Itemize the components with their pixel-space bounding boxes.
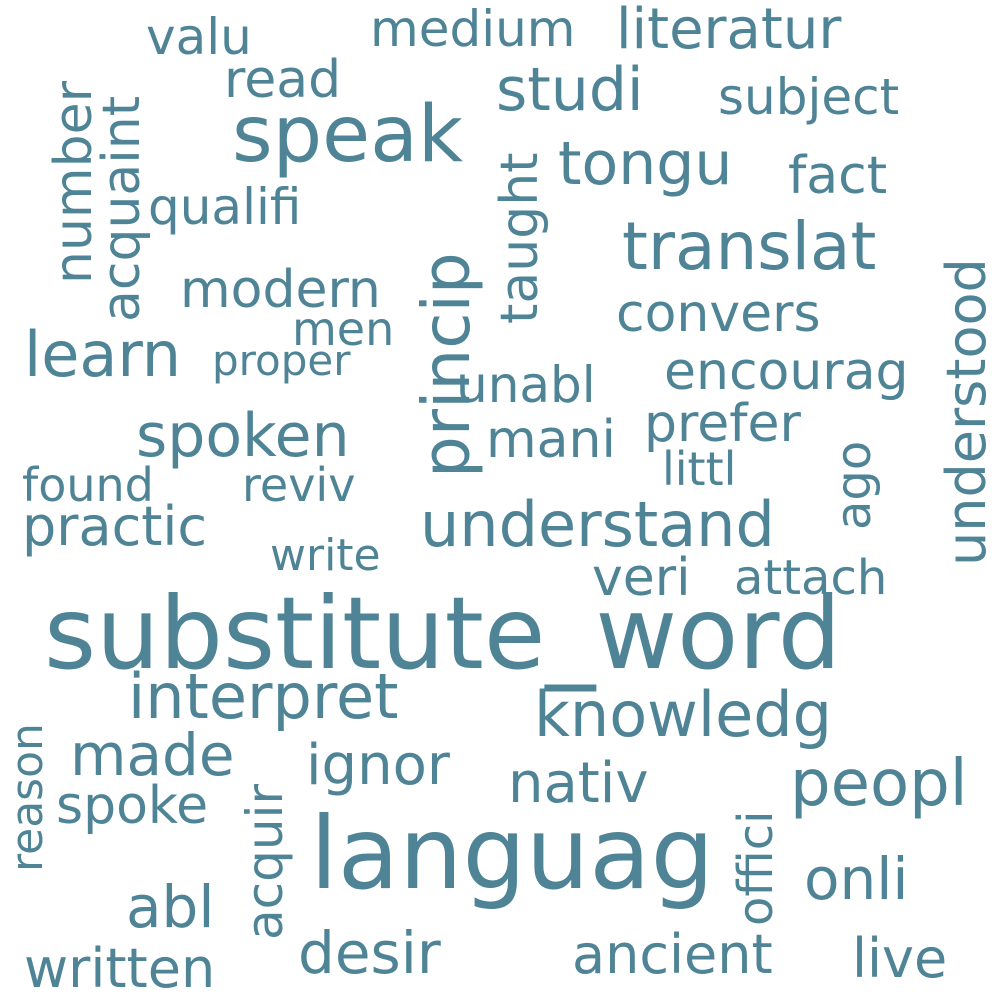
word-substitute-word: substitute_word	[44, 575, 842, 692]
word-valu: valu	[146, 8, 252, 66]
word-princip: princip	[408, 252, 485, 478]
word-written: written	[24, 937, 216, 1000]
word-spoken: spoken	[136, 401, 350, 471]
word-prefer: prefer	[644, 394, 801, 454]
word-modern: modern	[180, 260, 381, 320]
word-offici: offici	[728, 810, 784, 927]
word-acquir: acquir	[236, 783, 294, 940]
word-proper: proper	[212, 336, 351, 385]
word-peopl: peopl	[790, 747, 968, 821]
word-learn: learn	[24, 318, 182, 391]
word-speak: speak	[232, 90, 464, 180]
word-medium: medium	[370, 0, 576, 58]
word-tongu: tongu	[558, 129, 733, 199]
word-live: live	[852, 927, 948, 990]
word-found: found	[22, 458, 154, 512]
word-studi: studi	[496, 55, 644, 125]
word-literatur: literatur	[616, 0, 842, 62]
word-abl: abl	[126, 873, 215, 941]
word-attach: attach	[734, 550, 888, 606]
word-understand: understand	[420, 488, 775, 561]
word-mani: mani	[486, 410, 616, 470]
word-men: men	[292, 302, 395, 356]
word-encourag: encourag	[664, 342, 909, 402]
word-qualifi: qualifi	[148, 178, 302, 236]
word-unabl: unabl	[456, 356, 596, 414]
word-read: read	[224, 50, 342, 110]
word-convers: convers	[616, 284, 821, 344]
word-acquaint: acquaint	[92, 95, 152, 322]
word-reviv: reviv	[242, 458, 356, 512]
word-onli: onli	[804, 845, 909, 913]
word-made: made	[70, 721, 235, 789]
word-veri: veri	[592, 548, 691, 608]
word-write: write	[270, 530, 381, 581]
word-taught: taught	[490, 152, 550, 324]
word-ago: ago	[826, 440, 882, 530]
word-practic: practic	[22, 495, 208, 558]
word-reason: reason	[2, 723, 53, 872]
word-translat: translat	[622, 208, 877, 285]
word-spoke: spoke	[56, 776, 209, 836]
word-understood: understood	[935, 258, 998, 566]
word-subject: subject	[718, 68, 900, 126]
word-littl: littl	[662, 442, 737, 496]
word-nativ: nativ	[508, 751, 649, 816]
word-desir: desir	[298, 919, 441, 987]
word-interpret: interpret	[128, 660, 399, 733]
word-ancient: ancient	[572, 923, 773, 986]
word-languag: languag	[310, 795, 715, 912]
word-fact: fact	[788, 146, 888, 206]
word-ignor: ignor	[306, 733, 450, 798]
word-knowledg: knowledg	[534, 678, 832, 751]
